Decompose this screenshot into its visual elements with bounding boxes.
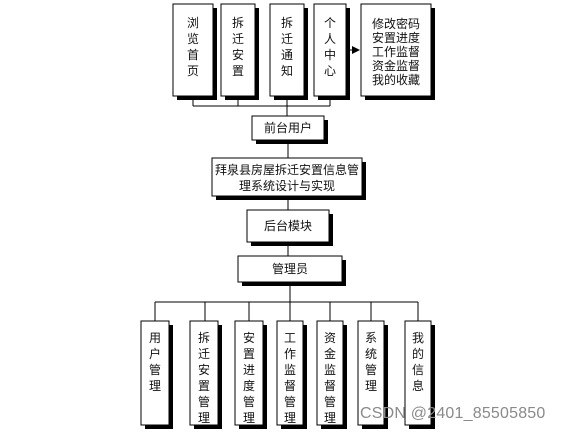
admin-label: 管理员 <box>272 261 308 276</box>
top-module-demolition-notice: 拆迁通知 <box>269 3 308 100</box>
top-module-demolition-resettlement: 拆迁安置 <box>220 3 259 100</box>
csdn-watermark: CSDN @2401_85505850 <box>360 405 546 422</box>
bottom-module-user-management-label: 用户管理 <box>149 331 161 393</box>
personal-center-item: 工作监督 <box>372 44 420 59</box>
backend-module-box: 后台模块 <box>246 209 333 246</box>
personal-center-items-box: 修改密码 安置进度 工作监督 资金监督 我的收藏 <box>360 3 435 100</box>
bottom-module-progress-management-label: 安置进度管理 <box>243 330 255 425</box>
bottom-module-demolition-management-label: 拆迁安置管理 <box>198 330 210 425</box>
backend-module-label: 后台模块 <box>264 218 312 233</box>
top-module-demolition-notice-label: 拆迁通知 <box>281 15 293 78</box>
top-module-personal-center-label: 个人中心 <box>324 16 336 78</box>
system-title-line-2: 理系统设计与实现 <box>239 178 335 193</box>
bottom-module-system-management: 系统管理 <box>357 320 388 429</box>
system-title-line-1: 拜泉县房屋拆迁安置信息管 <box>215 162 359 177</box>
bottom-module-user-management: 用户管理 <box>140 320 173 429</box>
bottom-module-fund-supervision-management-label: 资金监督管理 <box>324 331 336 425</box>
bottom-module-progress-management: 安置进度管理 <box>234 320 267 429</box>
bottom-module-demolition-management: 拆迁安置管理 <box>189 320 222 429</box>
bottom-connector <box>154 282 419 321</box>
personal-center-item: 资金监督 <box>372 58 420 73</box>
top-module-browse-home: 浏览首页 <box>172 3 217 100</box>
personal-center-item: 安置进度 <box>372 30 420 45</box>
top-connector <box>192 100 331 116</box>
bottom-module-work-supervision-management-label: 工作监督管理 <box>284 331 296 425</box>
bottom-module-work-supervision-management: 工作监督管理 <box>276 320 307 429</box>
bottom-module-system-management-label: 系统管理 <box>365 331 377 393</box>
bottom-module-my-info-label: 我的信息 <box>412 331 424 393</box>
frontend-user-box: 前台用户 <box>251 115 328 144</box>
frontend-user-label: 前台用户 <box>264 120 312 135</box>
personal-center-item: 修改密码 <box>372 16 420 31</box>
top-module-demolition-resettlement-label: 拆迁安置 <box>232 15 244 78</box>
top-module-browse-home-label: 浏览首页 <box>187 16 199 78</box>
personal-center-item: 我的收藏 <box>372 72 420 87</box>
admin-box: 管理员 <box>237 255 346 286</box>
bottom-module-my-info: 我的信息 <box>404 320 435 429</box>
top-module-personal-center: 个人中心 <box>313 3 350 100</box>
system-title-box: 拜泉县房屋拆迁安置信息管 理系统设计与实现 <box>211 157 366 200</box>
bottom-module-fund-supervision-management: 资金监督管理 <box>316 320 347 429</box>
